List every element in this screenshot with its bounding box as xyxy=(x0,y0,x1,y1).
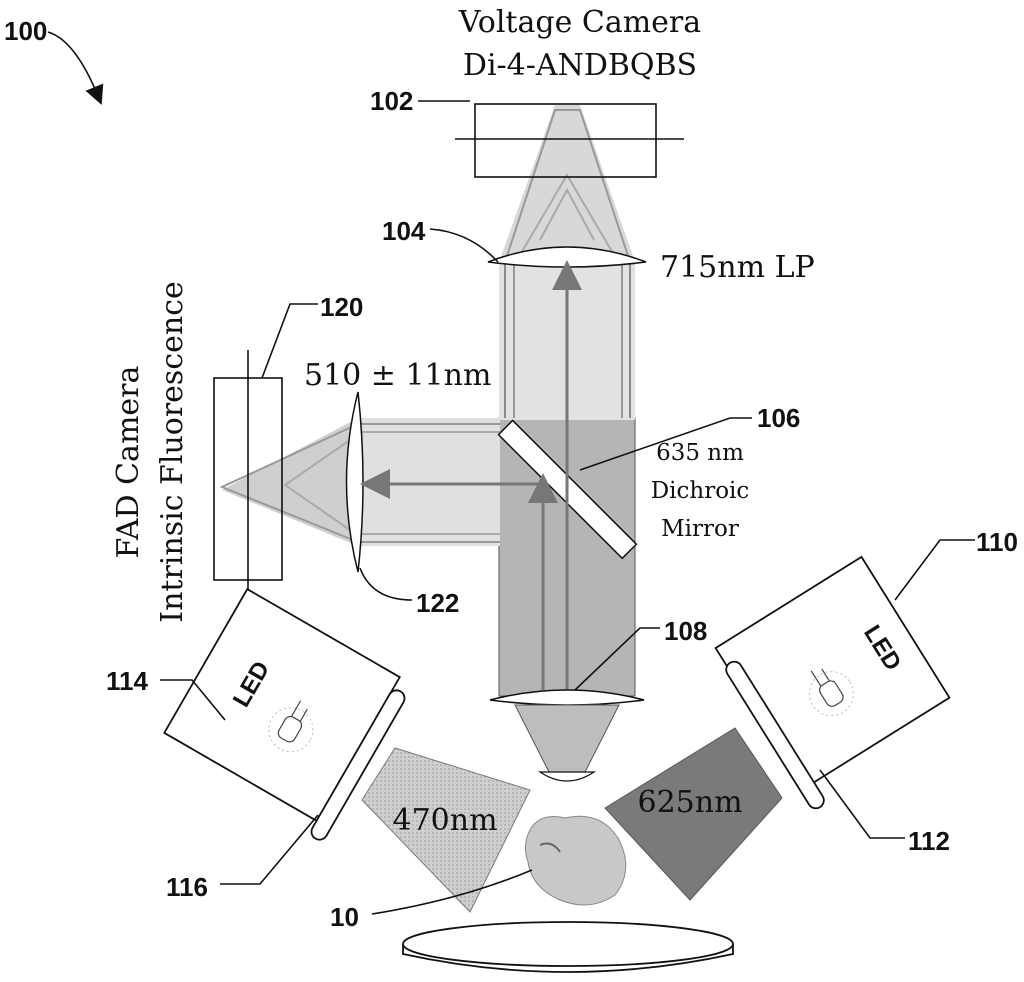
dichroic-label-line3: Mirror xyxy=(661,516,739,542)
filter-116 xyxy=(310,689,406,841)
ref-112: 112 xyxy=(908,826,950,856)
objective-lens-108 xyxy=(489,689,645,706)
ref-110: 110 xyxy=(976,527,1018,557)
sample-dish xyxy=(402,921,734,973)
objective-nose xyxy=(514,704,620,773)
lens-104 xyxy=(487,246,647,268)
intrinsic-fluorescence-label: Intrinsic Fluorescence xyxy=(155,281,190,623)
excitation-470-label: 470nm xyxy=(392,803,497,838)
ref-122: 122 xyxy=(416,588,459,618)
filter-112 xyxy=(725,660,825,810)
led-unit-114 xyxy=(163,587,401,823)
ref-104: 104 xyxy=(382,216,426,246)
ref-114: 114 xyxy=(106,666,148,696)
voltage-camera-title: Voltage Camera xyxy=(458,5,701,40)
ref-102: 102 xyxy=(370,86,413,116)
excitation-cone-470nm xyxy=(361,747,531,913)
voltage-camera-sensor-102 xyxy=(474,103,657,178)
dichroic-label-line2: Dichroic xyxy=(651,478,750,504)
excitation-cone-625nm xyxy=(604,727,783,901)
dichroic-label-line1: 635 nm xyxy=(656,440,744,466)
leader-lines xyxy=(47,31,975,915)
excitation-625-label: 625nm xyxy=(637,785,742,820)
side-beam-path xyxy=(219,418,500,546)
ref-116: 116 xyxy=(166,872,208,902)
ref-10: 10 xyxy=(330,902,359,932)
lens-122 xyxy=(345,391,364,573)
ref-100: 100 xyxy=(4,16,47,46)
ref-108: 108 xyxy=(664,616,707,646)
beam-arrows xyxy=(360,260,582,690)
ref-120: 120 xyxy=(320,292,363,322)
voltage-dye-label: Di-4-ANDBQBS xyxy=(463,48,697,83)
heart-sample-10 xyxy=(524,815,627,906)
fad-camera-label: FAD Camera xyxy=(111,366,146,559)
ref-106: 106 xyxy=(757,403,800,433)
filter-715-label: 715nm LP xyxy=(660,250,815,285)
filter-510-label: 510 ± 11nm xyxy=(304,358,491,393)
